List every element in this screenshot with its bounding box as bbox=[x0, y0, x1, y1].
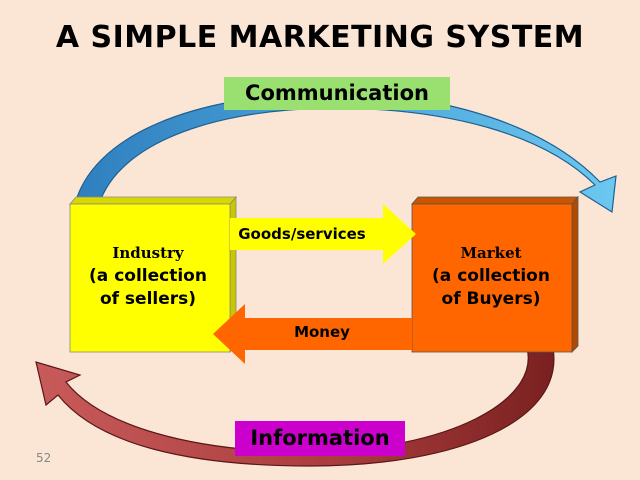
market-box-side bbox=[571, 195, 579, 353]
information-arrow bbox=[35, 347, 555, 467]
goods-services-arrow bbox=[230, 204, 416, 264]
industry-box-top bbox=[69, 196, 237, 205]
market-heading: Market bbox=[460, 244, 522, 262]
page-number: 52 bbox=[36, 451, 52, 465]
market-text: Market (a collection of Buyers) bbox=[415, 242, 567, 311]
money-arrow bbox=[213, 304, 412, 364]
market-line-2: of Buyers) bbox=[441, 289, 541, 309]
market-box bbox=[411, 203, 573, 353]
communication-label: Communication bbox=[224, 77, 450, 110]
industry-line-1: (a collection bbox=[89, 266, 207, 286]
industry-box bbox=[69, 203, 231, 353]
industry-heading: Industry bbox=[112, 244, 184, 262]
communication-arrow bbox=[73, 92, 617, 219]
industry-text: Industry (a collection of sellers) bbox=[72, 242, 224, 311]
market-box-top bbox=[411, 196, 579, 205]
goods-services-label: Goods/services bbox=[238, 225, 366, 243]
money-label: Money bbox=[294, 323, 350, 341]
page-title: A SIMPLE MARKETING SYSTEM bbox=[55, 20, 585, 55]
industry-line-2: of sellers) bbox=[99, 289, 197, 309]
information-label: Information bbox=[235, 421, 405, 456]
market-line-1: (a collection bbox=[432, 266, 550, 286]
